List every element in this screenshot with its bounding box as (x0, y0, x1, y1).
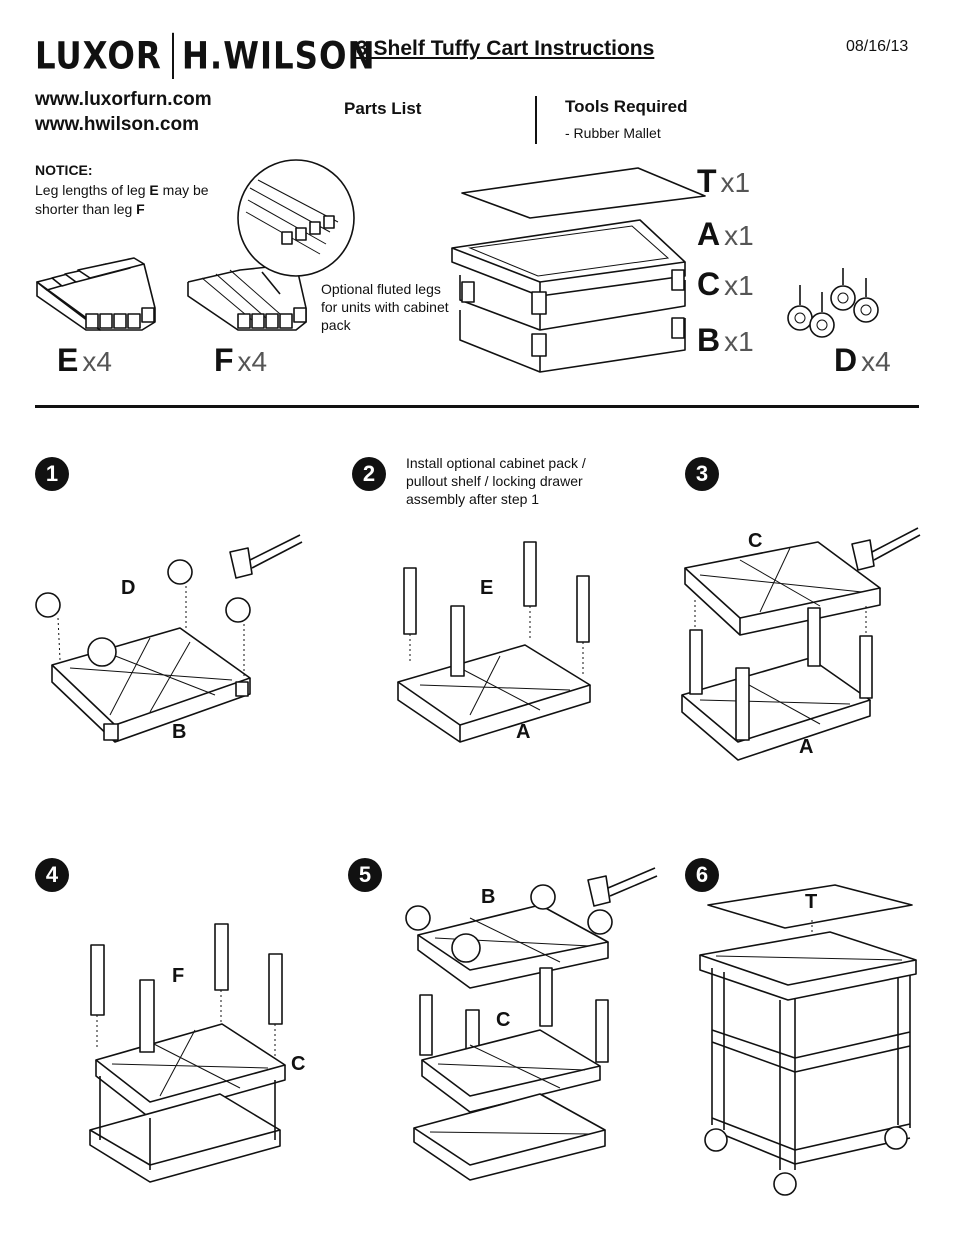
top-sheet-t-drawing (461, 167, 706, 219)
step-1-label-d: D (121, 577, 136, 599)
part-letter: T (697, 163, 717, 199)
step-6-drawing (699, 884, 917, 1196)
legs-e-drawing (36, 257, 156, 331)
part-qty: x1 (720, 167, 751, 198)
brand-logo: LUXOR H.WILSON (35, 32, 376, 83)
page-title: 3 Shelf Tuffy Cart Instructions (356, 37, 655, 60)
step-3-label-c: C (748, 530, 763, 552)
step-2-note: Install optional cabinet pack / pullout … (406, 455, 586, 507)
part-qty: x1 (724, 270, 754, 301)
step-5-label-c: C (496, 1009, 511, 1031)
part-qty: x4 (82, 346, 112, 377)
step-3-number: 3 (685, 457, 719, 491)
step-5-drawing (405, 867, 658, 1181)
step-4-label-f: F (172, 965, 185, 987)
step-1-drawing (35, 534, 303, 743)
part-letter: E (57, 342, 79, 378)
notice-leg-e: E (149, 182, 159, 198)
step-1-label-b: B (172, 721, 187, 743)
shelf-stack-drawing (451, 219, 686, 373)
parts-list-heading: Parts List (344, 99, 422, 118)
step-2-label-e: E (480, 577, 494, 599)
step-5-number: 5 (348, 858, 382, 892)
step-6-number: 6 (685, 858, 719, 892)
part-qty: x4 (861, 346, 891, 377)
step-6-label-t: T (805, 891, 818, 913)
part-qty: x1 (724, 326, 754, 357)
tools-required-heading: Tools Required (565, 97, 688, 116)
part-letter: A (697, 216, 721, 252)
step-2-drawing (397, 541, 591, 743)
notice-text: Leg lengths of leg E may be shorter than… (35, 181, 225, 219)
notice-leg-f: F (136, 201, 145, 217)
website-link-luxor[interactable]: www.luxorfurn.com (35, 89, 212, 110)
part-qty: x1 (724, 220, 754, 251)
step-5-label-b: B (481, 886, 496, 908)
step-1-number: 1 (35, 457, 69, 491)
casters-d-drawing (787, 268, 879, 338)
step-2-number: 2 (352, 457, 386, 491)
step-4-number: 4 (35, 858, 69, 892)
document-date: 08/16/13 (846, 38, 909, 55)
section-divider (35, 405, 919, 408)
legs-f-drawing (187, 159, 355, 331)
step-3-label-a: A (799, 736, 814, 758)
step-4-drawing (89, 923, 286, 1183)
website-link-hwilson[interactable]: www.hwilson.com (35, 114, 199, 135)
step-4-label-c: C (291, 1053, 306, 1075)
brand-hwilson: H.WILSON (181, 34, 376, 78)
notice-part: may be shorter than leg (35, 182, 209, 217)
step-2-label-a: A (516, 721, 531, 743)
logo-divider (171, 32, 174, 79)
tool-item: - Rubber Mallet (565, 125, 661, 141)
notice-heading: NOTICE: (35, 162, 93, 178)
part-letter: C (697, 266, 721, 302)
part-letter: F (214, 342, 234, 378)
part-letter: D (834, 342, 858, 378)
notice-part: Leg lengths of leg (35, 182, 150, 198)
heading-divider (535, 96, 537, 144)
part-qty: x4 (237, 346, 268, 377)
step-3-drawing (681, 527, 921, 761)
brand-luxor: LUXOR (35, 34, 162, 78)
part-letter: B (697, 322, 721, 358)
fluted-legs-note: Optional fluted legs for units with cabi… (321, 281, 449, 333)
